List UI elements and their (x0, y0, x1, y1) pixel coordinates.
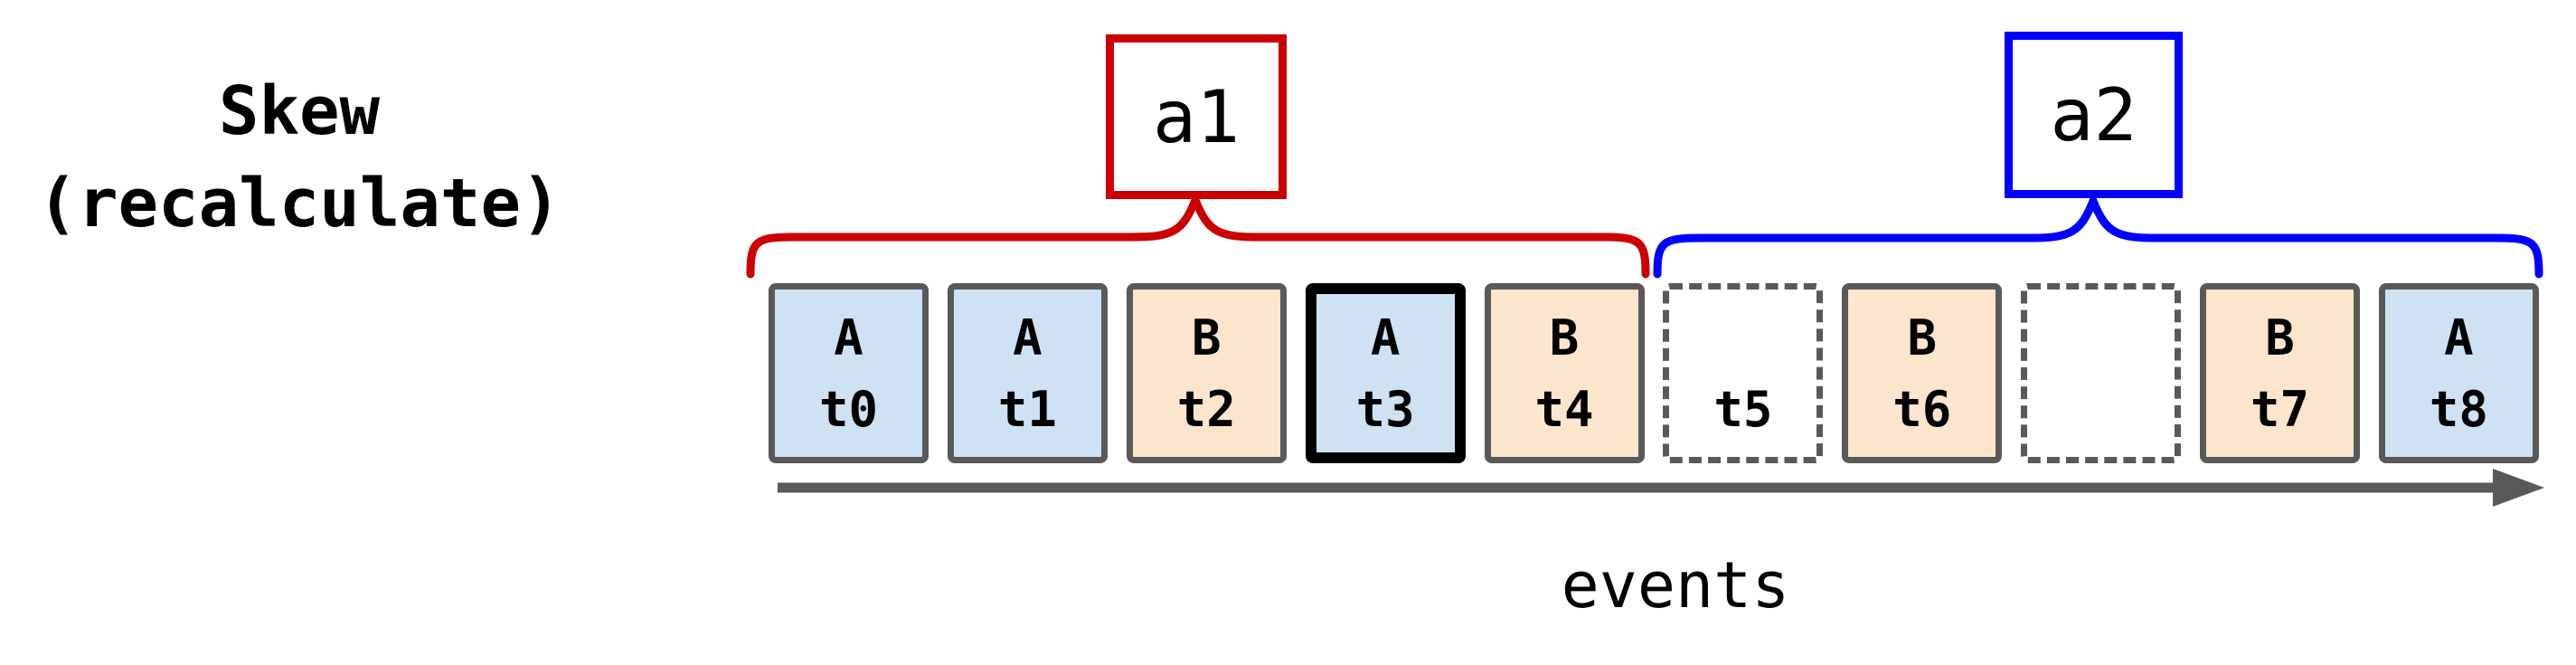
event-box-empty-7 (2021, 283, 2182, 463)
window-a2-label: a2 (2050, 72, 2137, 157)
event-time-label: t0 (818, 380, 879, 438)
event-time-label: t8 (2429, 380, 2488, 438)
event-box-t5: t5 (1663, 283, 1824, 463)
timeline-arrow-head-icon (2493, 469, 2544, 507)
event-time-label: t6 (1892, 380, 1952, 438)
window-a1-label: a1 (1152, 74, 1241, 159)
diagram-title: Skew (recalculate) (28, 65, 571, 250)
event-time-label: t1 (997, 380, 1057, 438)
window-a2-box: a2 (2005, 32, 2183, 198)
event-type-label: A (834, 309, 863, 366)
title-line-2: (recalculate) (37, 165, 561, 242)
events-axis-label: events (1561, 548, 1790, 622)
event-time-label: t5 (1713, 380, 1773, 438)
event-type-label: A (2444, 309, 2474, 366)
event-time-label: t3 (1355, 380, 1415, 438)
event-type-label: A (1370, 309, 1401, 366)
event-time-label: t4 (1534, 380, 1594, 438)
event-type-label: A (1013, 309, 1043, 366)
event-type-label: B (2265, 309, 2295, 366)
window-a2-brace (1653, 189, 2543, 279)
event-time-label: t2 (1176, 380, 1236, 438)
title-line-1: Skew (218, 72, 381, 150)
window-a1-box: a1 (1106, 34, 1287, 199)
event-type-label: B (1549, 309, 1580, 366)
window-a1-brace (746, 188, 1650, 279)
event-type-label: B (1907, 309, 1937, 366)
event-type-label: B (1191, 309, 1222, 366)
event-time-label: t7 (2250, 380, 2310, 438)
